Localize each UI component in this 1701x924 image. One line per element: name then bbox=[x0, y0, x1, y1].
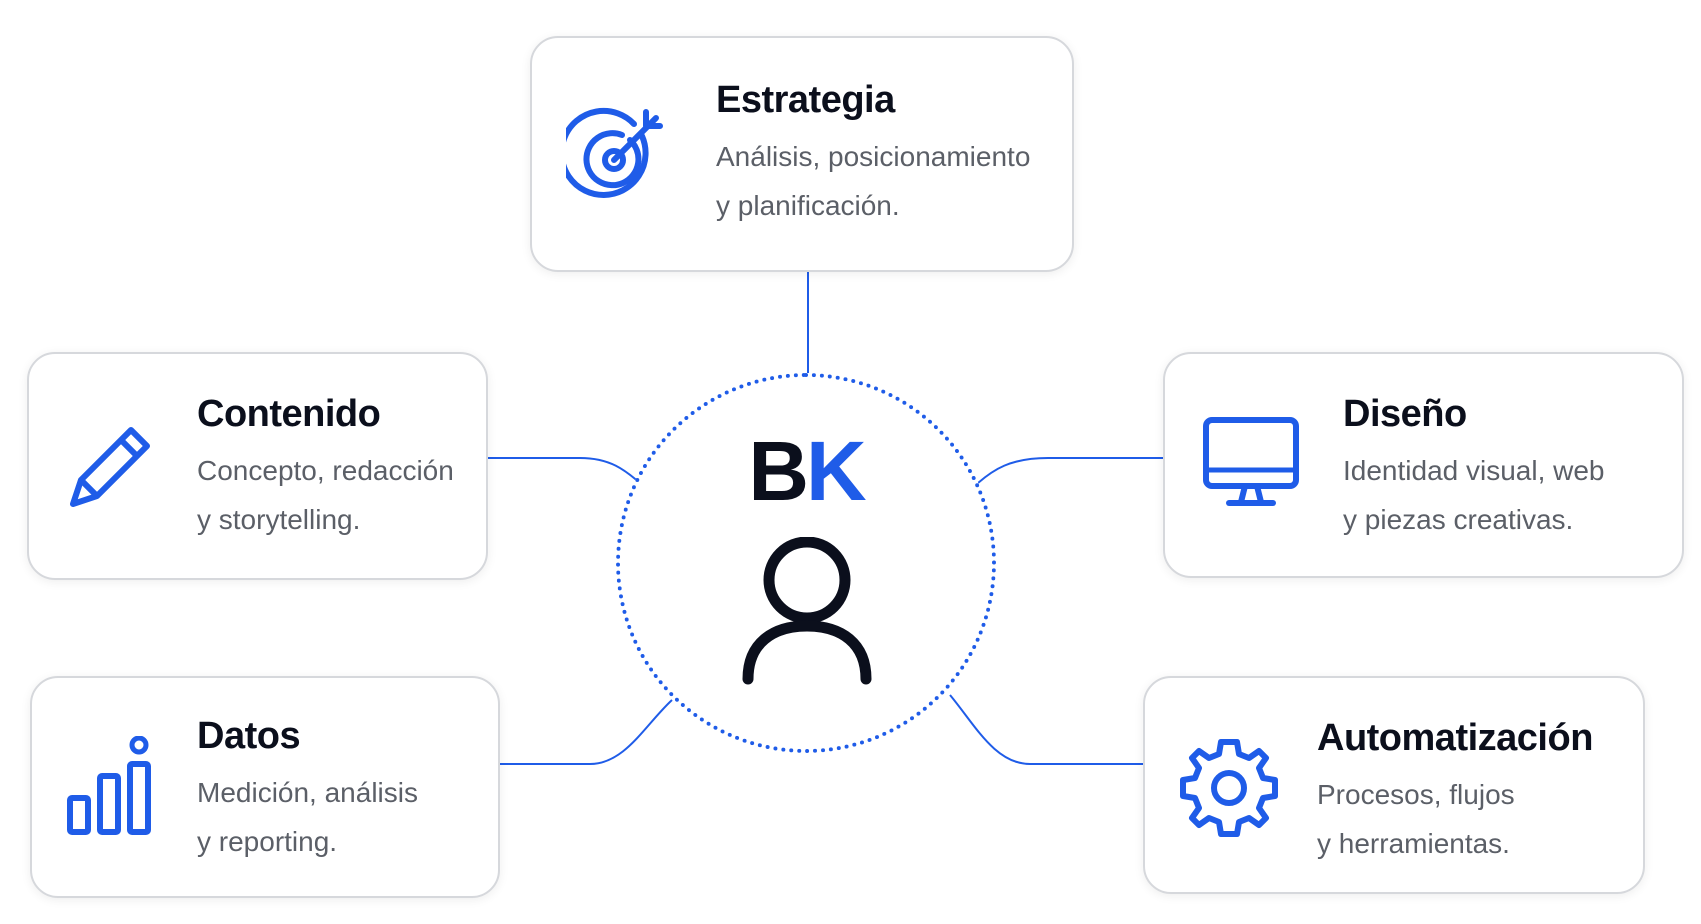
card-description: Análisis, posicionamiento y planificació… bbox=[716, 132, 1030, 230]
card-text: Contenido Concepto, redacción y storytel… bbox=[197, 392, 454, 544]
card-description-line: y piezas creativas. bbox=[1343, 504, 1574, 535]
card-description: Procesos, flujos y herramientas. bbox=[1317, 770, 1593, 868]
person-icon bbox=[737, 536, 877, 692]
connector-diseno bbox=[977, 457, 1163, 484]
card-text: Datos Medición, análisis y reporting. bbox=[197, 714, 418, 866]
card-contenido: Contenido Concepto, redacción y storytel… bbox=[27, 352, 488, 580]
connector-contenido bbox=[488, 457, 641, 484]
card-text: Estrategia Análisis, posicionamiento y p… bbox=[716, 78, 1030, 230]
card-datos: Datos Medición, análisis y reporting. bbox=[30, 676, 500, 898]
card-description-line: y herramientas. bbox=[1317, 828, 1510, 859]
target-icon bbox=[566, 104, 670, 208]
connector-datos bbox=[500, 699, 673, 765]
logo-letter-b: B bbox=[748, 424, 809, 518]
card-automatizacion: Automatización Procesos, flujos y herram… bbox=[1143, 676, 1645, 894]
card-description: Medición, análisis y reporting. bbox=[197, 768, 418, 866]
bar-chart-icon bbox=[66, 736, 162, 836]
card-title: Automatización bbox=[1317, 717, 1593, 759]
center-hub: BK bbox=[616, 373, 996, 753]
card-diseno: Diseño Identidad visual, web y piezas cr… bbox=[1163, 352, 1684, 578]
card-title: Diseño bbox=[1343, 393, 1467, 435]
connector-automatizacion bbox=[949, 694, 1143, 765]
card-estrategia: Estrategia Análisis, posicionamiento y p… bbox=[530, 36, 1074, 272]
gear-icon bbox=[1177, 736, 1281, 840]
card-description-line: Medición, análisis bbox=[197, 777, 418, 808]
card-description: Concepto, redacción y storytelling. bbox=[197, 446, 454, 544]
brand-logo: BK bbox=[620, 429, 992, 513]
monitor-icon bbox=[1201, 412, 1301, 512]
card-description-line: Análisis, posicionamiento bbox=[716, 141, 1031, 172]
pencil-icon bbox=[63, 418, 159, 514]
card-text: Diseño Identidad visual, web y piezas cr… bbox=[1343, 392, 1605, 544]
card-description-line: y reporting. bbox=[197, 826, 338, 857]
logo-letter-k: K bbox=[806, 424, 867, 518]
card-description-line: Concepto, redacción bbox=[197, 455, 454, 486]
card-description-line: Procesos, flujos bbox=[1317, 779, 1515, 810]
card-description-line: Identidad visual, web bbox=[1343, 455, 1605, 486]
card-description-line: y storytelling. bbox=[197, 504, 361, 535]
card-title: Estrategia bbox=[716, 79, 895, 121]
card-description-line: y planificación. bbox=[716, 190, 900, 221]
card-description: Identidad visual, web y piezas creativas… bbox=[1343, 446, 1605, 544]
card-text: Automatización Procesos, flujos y herram… bbox=[1317, 716, 1593, 868]
card-title: Contenido bbox=[197, 393, 381, 435]
card-title: Datos bbox=[197, 715, 301, 757]
